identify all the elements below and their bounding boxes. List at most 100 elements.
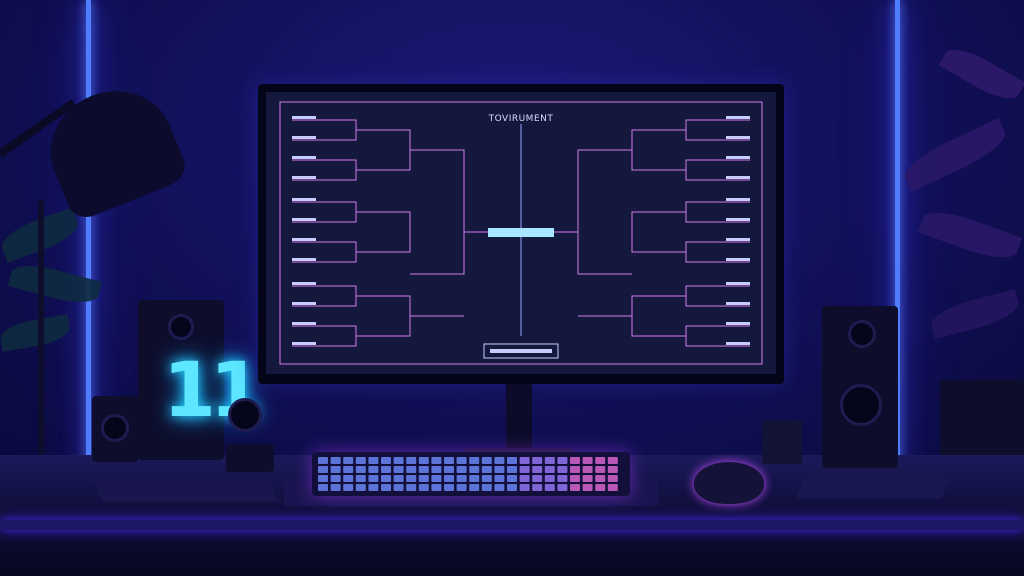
keyboard-key[interactable]: [557, 484, 568, 491]
keyboard-key[interactable]: [570, 457, 580, 464]
keyboard-key[interactable]: [381, 475, 391, 482]
keyboard-key[interactable]: [406, 457, 417, 464]
keyboard-key[interactable]: [494, 466, 505, 473]
keyboard-key[interactable]: [557, 475, 568, 482]
keyboard-key[interactable]: [494, 457, 505, 464]
keyboard-key[interactable]: [469, 475, 480, 482]
keyboard-key[interactable]: [607, 457, 618, 464]
keyboard-key[interactable]: [456, 484, 467, 491]
keyboard-key[interactable]: [469, 484, 480, 491]
keyboard-key[interactable]: [570, 484, 580, 491]
keyboard-key[interactable]: [355, 466, 366, 473]
keyboard-key[interactable]: [444, 484, 454, 491]
keyboard-key[interactable]: [418, 484, 429, 491]
keyboard-key[interactable]: [570, 475, 580, 482]
keyboard-key[interactable]: [355, 457, 366, 464]
keyboard-key[interactable]: [595, 457, 606, 464]
keyboard-key[interactable]: [607, 484, 618, 491]
keyboard-key[interactable]: [406, 466, 417, 473]
keyboard-key[interactable]: [507, 457, 517, 464]
keyboard-key[interactable]: [431, 484, 442, 491]
keyboard-key[interactable]: [418, 466, 429, 473]
keyboard-key[interactable]: [456, 466, 467, 473]
keyboard-key[interactable]: [519, 475, 530, 482]
keyboard-key[interactable]: [444, 457, 454, 464]
keyboard-key[interactable]: [406, 484, 417, 491]
keyboard-key[interactable]: [544, 475, 555, 482]
keyboard-key[interactable]: [481, 457, 492, 464]
keyboard-key[interactable]: [507, 484, 517, 491]
keyboard-key[interactable]: [456, 475, 467, 482]
speaker-small-left: [92, 396, 138, 462]
keyboard-key[interactable]: [418, 457, 429, 464]
keyboard[interactable]: [312, 452, 630, 496]
keyboard-key[interactable]: [544, 457, 555, 464]
keyboard-key[interactable]: [557, 466, 568, 473]
keyboard-key[interactable]: [343, 484, 354, 491]
keyboard-key[interactable]: [381, 484, 391, 491]
keyboard-key[interactable]: [343, 457, 354, 464]
keyboard-key[interactable]: [418, 475, 429, 482]
keyboard-key[interactable]: [444, 475, 454, 482]
mouse[interactable]: [694, 462, 764, 504]
keyboard-key[interactable]: [318, 466, 328, 473]
monitor: TOVIRUMENT: [258, 84, 784, 384]
keyboard-key[interactable]: [431, 466, 442, 473]
keyboard-key[interactable]: [582, 475, 593, 482]
keyboard-key[interactable]: [532, 466, 543, 473]
keyboard-key[interactable]: [456, 457, 467, 464]
keyboard-key[interactable]: [431, 475, 442, 482]
keyboard-key[interactable]: [607, 475, 618, 482]
keyboard-key[interactable]: [481, 484, 492, 491]
keyboard-key[interactable]: [355, 484, 366, 491]
keyboard-key[interactable]: [368, 484, 379, 491]
keyboard-key[interactable]: [330, 484, 341, 491]
keyboard-key[interactable]: [507, 475, 517, 482]
keyboard-key[interactable]: [582, 466, 593, 473]
keyboard-key[interactable]: [368, 475, 379, 482]
keyboard-key[interactable]: [381, 466, 391, 473]
keyboard-key[interactable]: [393, 484, 404, 491]
keyboard-key[interactable]: [393, 475, 404, 482]
keyboard-key[interactable]: [368, 457, 379, 464]
keyboard-key[interactable]: [330, 475, 341, 482]
keyboard-key[interactable]: [330, 457, 341, 464]
keyboard-key[interactable]: [343, 466, 354, 473]
keyboard-key[interactable]: [469, 466, 480, 473]
keyboard-key[interactable]: [318, 484, 328, 491]
keyboard-key[interactable]: [330, 466, 341, 473]
keyboard-key[interactable]: [381, 457, 391, 464]
keyboard-key[interactable]: [519, 457, 530, 464]
keyboard-key[interactable]: [481, 475, 492, 482]
keyboard-key[interactable]: [532, 484, 543, 491]
keyboard-key[interactable]: [343, 475, 354, 482]
keyboard-key[interactable]: [355, 475, 366, 482]
keyboard-key[interactable]: [444, 466, 454, 473]
keyboard-key[interactable]: [469, 457, 480, 464]
keyboard-key[interactable]: [570, 466, 580, 473]
keyboard-key[interactable]: [393, 457, 404, 464]
keyboard-key[interactable]: [595, 475, 606, 482]
keyboard-key[interactable]: [595, 466, 606, 473]
keyboard-key[interactable]: [532, 475, 543, 482]
keyboard-key[interactable]: [544, 466, 555, 473]
keyboard-key[interactable]: [519, 484, 530, 491]
keyboard-key[interactable]: [393, 466, 404, 473]
keyboard-key[interactable]: [595, 484, 606, 491]
keyboard-key[interactable]: [406, 475, 417, 482]
keyboard-key[interactable]: [507, 466, 517, 473]
keyboard-key[interactable]: [318, 457, 328, 464]
keyboard-key[interactable]: [318, 475, 328, 482]
keyboard-key[interactable]: [481, 466, 492, 473]
keyboard-key[interactable]: [494, 484, 505, 491]
keyboard-key[interactable]: [368, 466, 379, 473]
keyboard-key[interactable]: [607, 466, 618, 473]
keyboard-key[interactable]: [557, 457, 568, 464]
keyboard-key[interactable]: [544, 484, 555, 491]
keyboard-key[interactable]: [582, 484, 593, 491]
keyboard-key[interactable]: [582, 457, 593, 464]
keyboard-key[interactable]: [431, 457, 442, 464]
keyboard-key[interactable]: [519, 466, 530, 473]
keyboard-key[interactable]: [494, 475, 505, 482]
keyboard-key[interactable]: [532, 457, 543, 464]
